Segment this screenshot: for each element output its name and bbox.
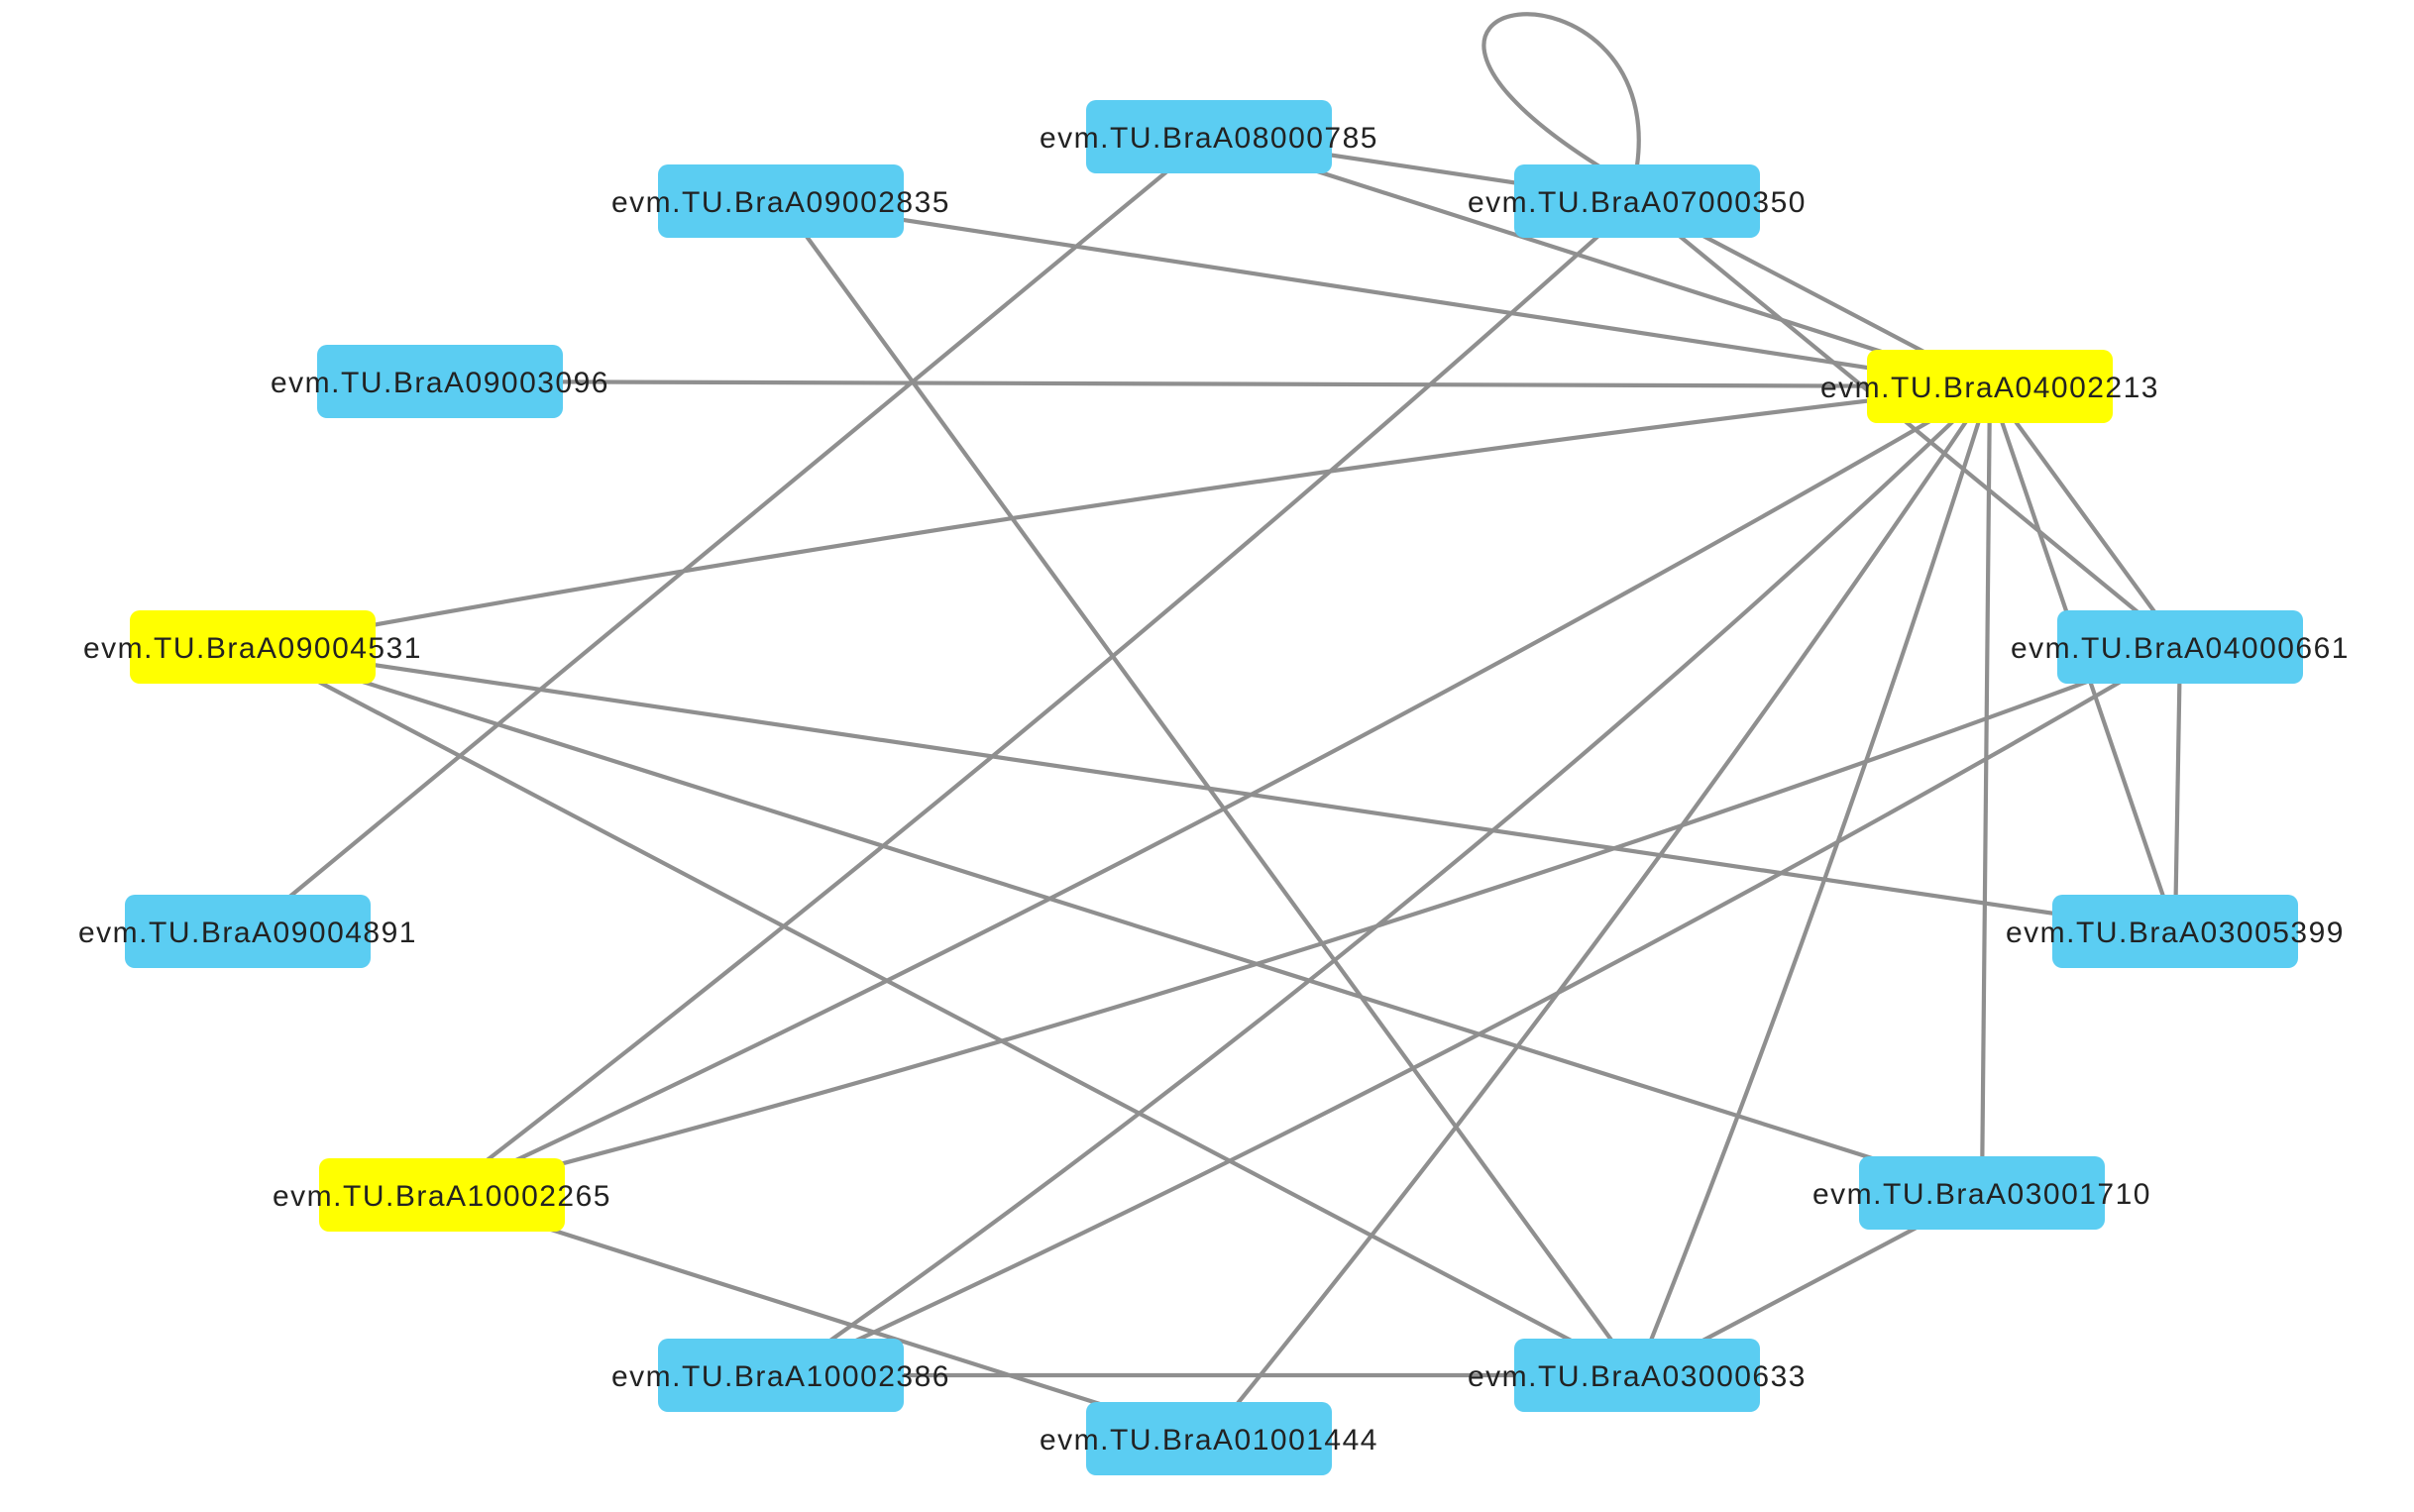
gene-node-box[interactable] [1514, 164, 1760, 238]
edge-n11-n5 [250, 644, 1985, 1196]
edge-n3-n4 [2172, 644, 2183, 934]
edge-n12-n2 [437, 378, 1993, 389]
gene-node-label: evm.TU.BraA09004891 [78, 917, 417, 949]
gene-node-label: evm.TU.BraA10002386 [611, 1360, 950, 1393]
gene-node-label: evm.TU.BraA10002265 [273, 1180, 611, 1213]
nodes-layer: evm.TU.BraA08000785 evm.TU.BraA07000350 ev… [78, 100, 2350, 1475]
edge-n1-n1 [1481, 12, 1641, 174]
gene-node[interactable]: evm.TU.BraA09003096 [271, 345, 609, 418]
gene-node-label: evm.TU.BraA09004531 [83, 632, 422, 665]
gene-node-box[interactable] [319, 1158, 565, 1232]
gene-node[interactable]: evm.TU.BraA03001710 [1812, 1156, 2151, 1230]
gene-node[interactable]: evm.TU.BraA09004531 [83, 610, 422, 684]
gene-node-label: evm.TU.BraA04000661 [2011, 632, 2350, 665]
gene-node[interactable]: evm.TU.BraA04000661 [2011, 610, 2350, 684]
edge-n3-n8 [778, 644, 2183, 1378]
gene-node[interactable]: evm.TU.BraA01001444 [1040, 1402, 1378, 1475]
gene-node[interactable]: evm.TU.BraA08000785 [1040, 100, 1378, 173]
edge-n9-n7 [439, 1192, 1212, 1442]
edge-n2-n7 [1206, 383, 1993, 1442]
gene-node-box[interactable] [2057, 610, 2303, 684]
gene-node-label: evm.TU.BraA07000350 [1468, 186, 1807, 219]
gene-node-box[interactable] [658, 1339, 904, 1412]
gene-node[interactable]: evm.TU.BraA04002213 [1820, 350, 2159, 423]
edge-n11-n6 [250, 644, 1640, 1378]
gene-node[interactable]: evm.TU.BraA10002386 [611, 1339, 950, 1412]
gene-node-label: evm.TU.BraA09003096 [271, 367, 609, 399]
edge-n11-n4 [250, 644, 2178, 934]
gene-node-label: evm.TU.BraA03005399 [2006, 917, 2345, 949]
gene-node-label: evm.TU.BraA03001710 [1812, 1178, 2151, 1211]
gene-node-box[interactable] [1867, 350, 2113, 423]
gene-node-label: evm.TU.BraA03000633 [1468, 1360, 1807, 1393]
gene-node-label: evm.TU.BraA09002835 [611, 186, 950, 219]
gene-node[interactable]: evm.TU.BraA10002265 [273, 1158, 611, 1232]
edge-n2-n6 [1634, 383, 1993, 1378]
gene-node-box[interactable] [1086, 100, 1332, 173]
gene-node-box[interactable] [130, 610, 376, 684]
edge-n13-n2 [778, 198, 1993, 389]
gene-node-box[interactable] [1859, 1156, 2105, 1230]
edge-n2-n11 [250, 383, 1993, 650]
gene-node-label: evm.TU.BraA08000785 [1040, 122, 1378, 155]
edge-n2-n3 [1987, 383, 2183, 650]
edge-n0-n10 [245, 134, 1212, 934]
gene-node[interactable]: evm.TU.BraA07000350 [1468, 164, 1807, 238]
gene-node-box[interactable] [1086, 1402, 1332, 1475]
gene-node-box[interactable] [125, 895, 371, 968]
gene-node[interactable]: evm.TU.BraA09004891 [78, 895, 417, 968]
edge-n2-n5 [1979, 383, 1993, 1196]
gene-node[interactable]: evm.TU.BraA03005399 [2006, 895, 2345, 968]
gene-node-box[interactable] [1514, 1339, 1760, 1412]
edge-n2-n9 [439, 383, 1993, 1198]
edge-n1-n3 [1634, 198, 2183, 650]
gene-node[interactable]: evm.TU.BraA03000633 [1468, 1339, 1807, 1412]
gene-node-box[interactable] [658, 164, 904, 238]
gene-node-label: evm.TU.BraA01001444 [1040, 1424, 1378, 1457]
edge-n2-n8 [778, 383, 1993, 1378]
gene-node[interactable]: evm.TU.BraA09002835 [611, 164, 950, 238]
edge-n0-n2 [1206, 134, 1993, 389]
gene-node-box[interactable] [317, 345, 563, 418]
edge-n3-n9 [439, 644, 2183, 1198]
gene-node-box[interactable] [2052, 895, 2298, 968]
edge-n1-n9 [439, 198, 1640, 1198]
gene-node-label: evm.TU.BraA04002213 [1820, 372, 2159, 404]
